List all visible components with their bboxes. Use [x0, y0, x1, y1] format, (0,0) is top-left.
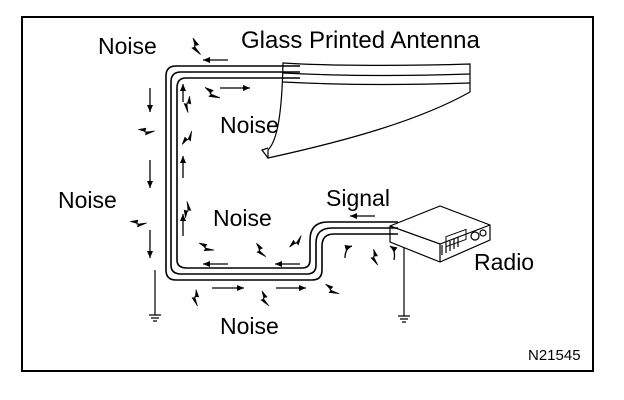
diagram-title: Glass Printed Antenna — [241, 27, 480, 54]
noise-label-center: Noise — [213, 205, 272, 231]
radio-label: Radio — [474, 249, 534, 275]
antenna-cable — [165, 65, 398, 281]
noise-label-top: Noise — [98, 33, 157, 59]
figure-code: N21545 — [528, 347, 581, 364]
ground-right-icon — [398, 248, 410, 323]
figure-frame — [21, 16, 594, 372]
noise-label-windshield: Noise — [220, 112, 279, 138]
noise-label-bottom: Noise — [220, 313, 279, 339]
noise-arrows — [147, 57, 398, 291]
windshield-glass — [261, 62, 471, 159]
signal-label: Signal — [326, 185, 390, 211]
ground-left-icon — [149, 270, 161, 322]
radio-unit — [389, 205, 491, 263]
noise-label-left: Noise — [58, 187, 117, 213]
